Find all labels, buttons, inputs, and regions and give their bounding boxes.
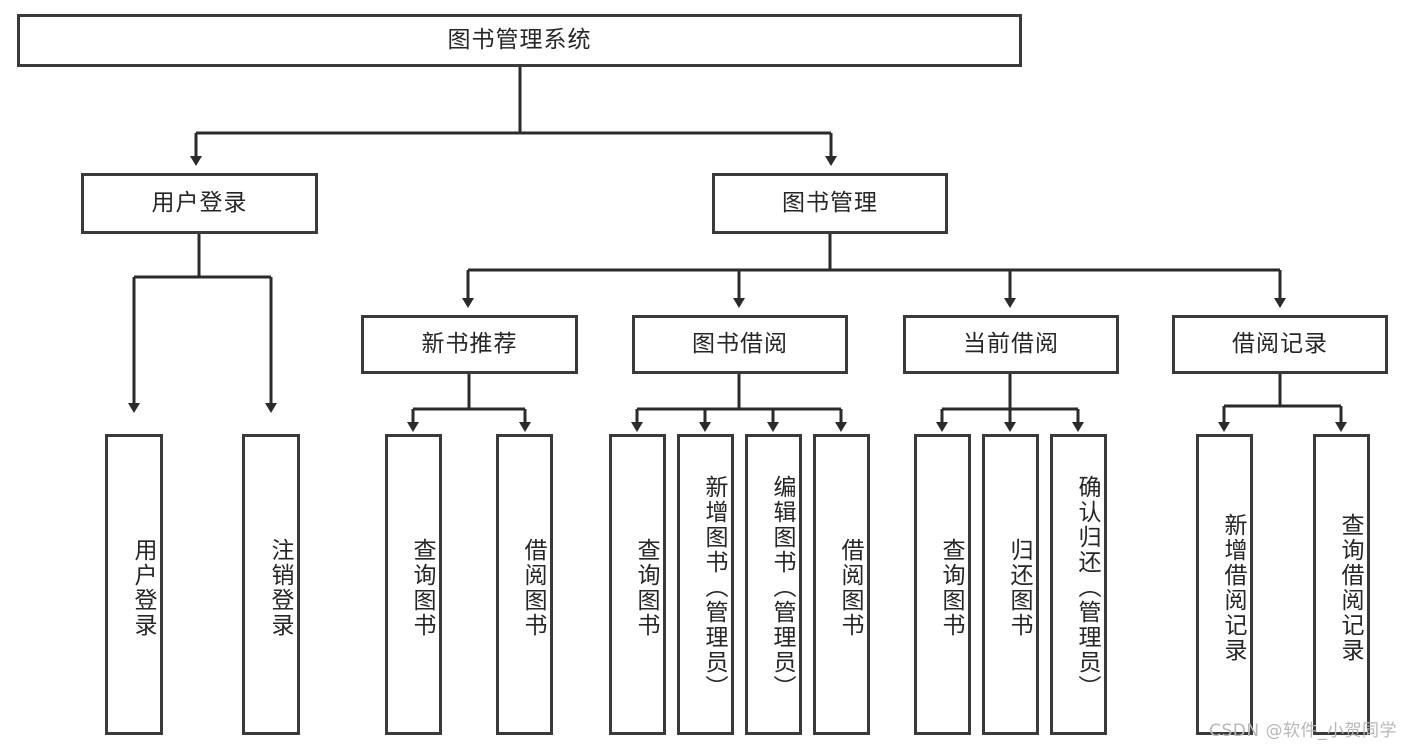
node-user-login-label: 用户登录	[151, 189, 248, 216]
node-leaf-query-book-3[interactable]: 查询图书	[914, 434, 971, 735]
node-leaf-user-login-label: 用户登录	[130, 537, 156, 638]
node-book-borrow-label: 图书借阅	[692, 330, 788, 357]
node-book-management-label: 图书管理	[782, 189, 878, 216]
node-leaf-add-book-label: 新增图书（管理员）	[701, 475, 727, 700]
node-borrow-record[interactable]: 借阅记录	[1172, 315, 1388, 374]
watermark-text: CSDN @软件_小贺同学	[1209, 721, 1397, 741]
node-borrow-record-label: 借阅记录	[1232, 330, 1328, 357]
node-current-borrow[interactable]: 当前借阅	[903, 315, 1119, 374]
node-new-book-recommend[interactable]: 新书推荐	[361, 315, 578, 374]
node-leaf-borrow-book-2[interactable]: 借阅图书	[813, 434, 870, 735]
node-leaf-return-book-label: 归还图书	[1006, 537, 1032, 638]
node-leaf-query-book-1-label: 查询图书	[409, 537, 435, 638]
node-current-borrow-label: 当前借阅	[963, 330, 1059, 357]
node-leaf-edit-book[interactable]: 编辑图书（管理员）	[745, 434, 802, 735]
node-book-management[interactable]: 图书管理	[712, 173, 948, 234]
node-leaf-user-logout-label: 注销登录	[267, 537, 293, 638]
node-leaf-return-book[interactable]: 归还图书	[982, 434, 1039, 735]
node-leaf-borrow-book-1[interactable]: 借阅图书	[496, 434, 553, 735]
node-leaf-query-record[interactable]: 查询借阅记录	[1313, 434, 1370, 735]
node-leaf-borrow-book-2-label: 借阅图书	[837, 537, 863, 638]
node-book-borrow[interactable]: 图书借阅	[632, 315, 848, 374]
node-leaf-confirm-return[interactable]: 确认归还（管理员）	[1050, 434, 1107, 735]
node-leaf-user-logout[interactable]: 注销登录	[242, 434, 300, 735]
node-leaf-user-login[interactable]: 用户登录	[105, 434, 163, 735]
node-leaf-confirm-return-label: 确认归还（管理员）	[1074, 475, 1100, 700]
node-root-label: 图书管理系统	[447, 26, 592, 53]
node-leaf-borrow-book-1-label: 借阅图书	[520, 537, 546, 638]
node-new-book-recommend-label: 新书推荐	[421, 330, 518, 357]
node-leaf-query-record-label: 查询借阅记录	[1337, 512, 1363, 663]
node-user-login[interactable]: 用户登录	[81, 173, 318, 234]
node-leaf-query-book-2[interactable]: 查询图书	[609, 434, 666, 735]
node-leaf-query-book-3-label: 查询图书	[938, 537, 964, 638]
node-leaf-query-book-2-label: 查询图书	[633, 537, 659, 638]
node-leaf-add-record-label: 新增借阅记录	[1220, 512, 1246, 663]
node-leaf-add-record[interactable]: 新增借阅记录	[1196, 434, 1253, 735]
node-leaf-add-book[interactable]: 新增图书（管理员）	[677, 434, 734, 735]
node-leaf-query-book-1[interactable]: 查询图书	[385, 434, 442, 735]
node-leaf-edit-book-label: 编辑图书（管理员）	[769, 475, 795, 700]
node-root[interactable]: 图书管理系统	[17, 14, 1022, 67]
